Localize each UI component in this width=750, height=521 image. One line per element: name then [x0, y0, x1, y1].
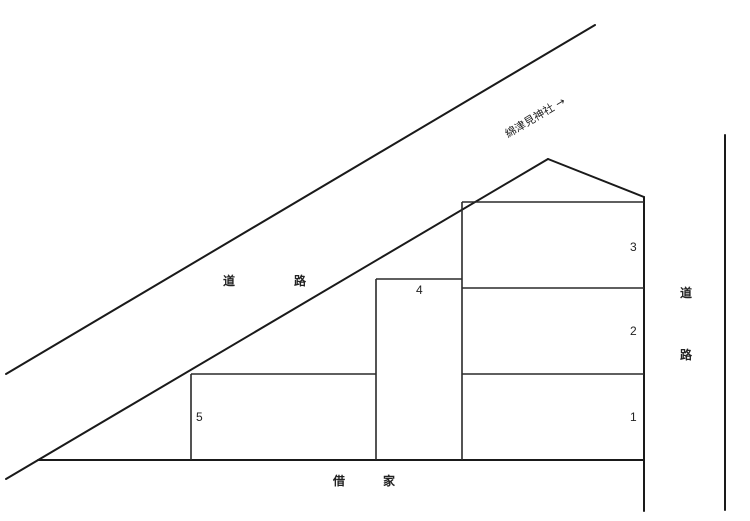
- diagonal-road-upper-edge: [5, 24, 596, 375]
- building-2-number: 2: [630, 324, 637, 338]
- diagonal-road-label-2: 路: [294, 273, 307, 288]
- shrine-direction-label: 綿津見神社 →: [502, 94, 567, 141]
- building-1-number: 1: [630, 410, 637, 424]
- diagonal-road-lower-edge: [5, 158, 549, 480]
- right-road-label-1: 道: [680, 285, 692, 300]
- building-5-number: 5: [196, 410, 203, 424]
- right-road-label-2: 路: [680, 347, 693, 362]
- rented-house-label-1: 借: [332, 473, 345, 488]
- building-3-number: 3: [630, 240, 637, 254]
- building-4-number: 4: [416, 283, 423, 297]
- rented-house-label-2: 家: [383, 473, 396, 488]
- diagonal-road-label-1: 道: [223, 273, 235, 288]
- roof-right-edge: [547, 158, 645, 198]
